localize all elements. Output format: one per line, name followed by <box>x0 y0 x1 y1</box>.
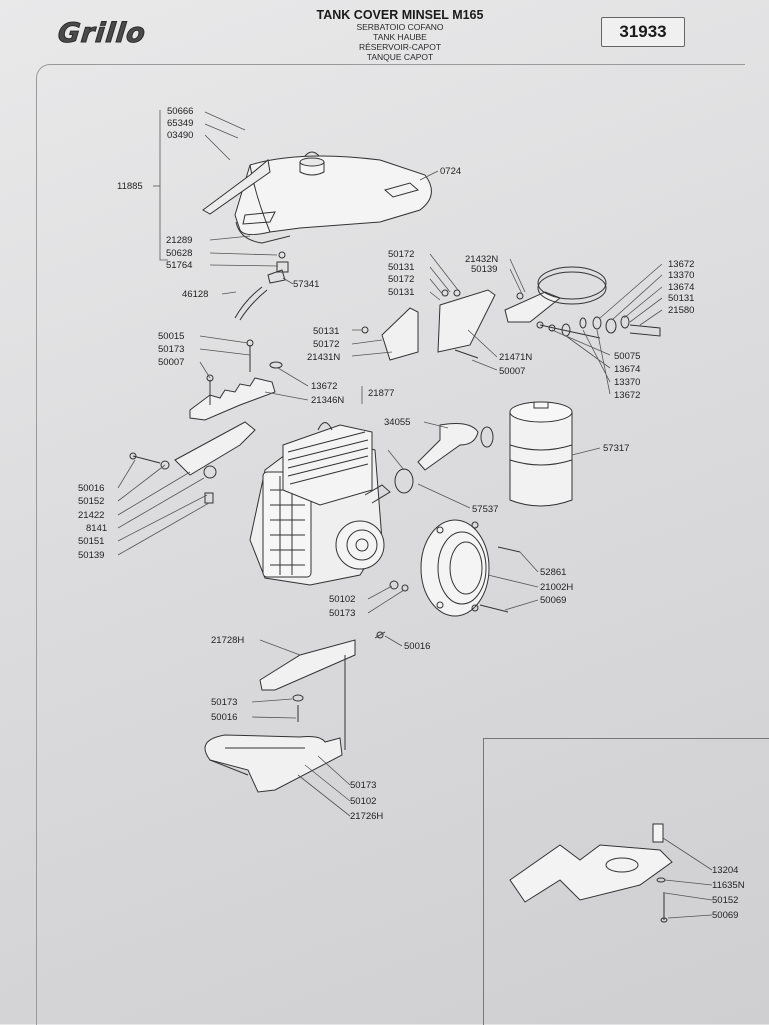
part-label: 0724 <box>440 166 462 177</box>
part-label: 57317 <box>603 443 630 454</box>
page-title: TANK COVER MINSEL M165 <box>316 8 484 22</box>
engine-drawing <box>250 423 390 586</box>
part-label: 50131 <box>388 287 415 298</box>
left-bracket-drawing <box>130 340 282 503</box>
part-label: 8141 <box>86 523 108 534</box>
part-label: 21877 <box>368 388 395 399</box>
part-label: 51764 <box>166 260 193 271</box>
part-label: 50628 <box>166 248 193 259</box>
part-label: 21432N <box>465 254 499 265</box>
flange-drawing <box>390 520 520 616</box>
part-label: 50016 <box>404 641 431 652</box>
clamp-hardware-drawing <box>537 316 660 338</box>
part-label: 13672 <box>614 390 641 401</box>
part-label: 50102 <box>350 796 377 807</box>
part-label: 50007 <box>499 366 526 377</box>
part-label: 57537 <box>472 504 499 515</box>
part-label: 13674 <box>614 364 641 375</box>
part-label: 50016 <box>78 483 105 494</box>
part-label: 21580 <box>668 305 695 316</box>
part-label: 21422 <box>78 510 105 521</box>
part-label: 21002H <box>540 582 574 593</box>
part-label: 03490 <box>167 130 194 141</box>
part-label: 50016 <box>211 712 238 723</box>
part-label: 13370 <box>668 270 695 281</box>
part-label: 57341 <box>293 279 320 290</box>
part-label: 50172 <box>313 339 340 350</box>
subtitle-fr: RÉSERVOIR-CAPOT <box>358 42 442 52</box>
inset-frame <box>483 738 769 1025</box>
part-label: 50007 <box>158 357 185 368</box>
part-label: 50173 <box>350 780 377 791</box>
part-label: 50152 <box>712 895 739 906</box>
part-label: 50151 <box>78 536 105 547</box>
inset-part-drawing <box>510 824 672 922</box>
part-label: 13672 <box>668 259 695 270</box>
part-label: 21728H <box>211 635 245 646</box>
part-label: 13674 <box>668 282 695 293</box>
page-code-box: 31933 <box>601 17 685 47</box>
part-label: 50131 <box>668 293 695 304</box>
part-label: 50069 <box>712 910 739 921</box>
part-label: 50075 <box>614 351 641 362</box>
air-filter-drawing <box>395 402 572 506</box>
part-label: 52861 <box>540 567 567 578</box>
part-label: 50173 <box>158 344 185 355</box>
subtitle-es: TANQUE CAPOT <box>366 52 434 62</box>
part-label: 50131 <box>388 262 415 273</box>
part-label: 13672 <box>311 381 338 392</box>
part-label: 13370 <box>614 377 641 388</box>
part-label: 50172 <box>388 274 415 285</box>
part-label: 11635N <box>712 880 745 891</box>
part-label: 13204 <box>712 865 739 876</box>
part-label: 11885 <box>117 181 143 192</box>
part-label: 50173 <box>211 697 238 708</box>
part-label: 46128 <box>182 289 209 300</box>
part-label: 21726H <box>350 811 384 822</box>
diagram-frame <box>36 64 745 1025</box>
part-label: 21289 <box>166 235 193 246</box>
part-label: 50139 <box>78 550 105 561</box>
part-label: 50102 <box>329 594 356 605</box>
subtitle-it: SERBATOIO COFANO <box>356 22 444 32</box>
part-label: 21431N <box>307 352 341 363</box>
part-label: 34055 <box>384 417 411 428</box>
fuel-pipe-drawing <box>235 252 288 320</box>
part-label: 50173 <box>329 608 356 619</box>
part-label: 50015 <box>158 331 185 342</box>
part-label: 21346N <box>311 395 345 406</box>
part-label: 21471N <box>499 352 533 363</box>
part-label: 50152 <box>78 496 105 507</box>
part-label: 50139 <box>471 264 498 275</box>
part-label: 50131 <box>313 326 340 337</box>
part-label: 50069 <box>540 595 567 606</box>
part-label: 50172 <box>388 249 415 260</box>
part-label: 50666 <box>167 106 194 117</box>
tank-cover-drawing <box>203 152 431 243</box>
title-block: TANK COVER MINSEL M165 SERBATOIO COFANO … <box>270 8 530 62</box>
leader-lines <box>118 110 712 918</box>
lower-bracket-drawing <box>205 632 385 792</box>
upper-bracket-drawing <box>362 267 606 360</box>
subtitle-de: TANK HAUBE <box>373 32 427 42</box>
part-label: 65349 <box>167 118 194 129</box>
